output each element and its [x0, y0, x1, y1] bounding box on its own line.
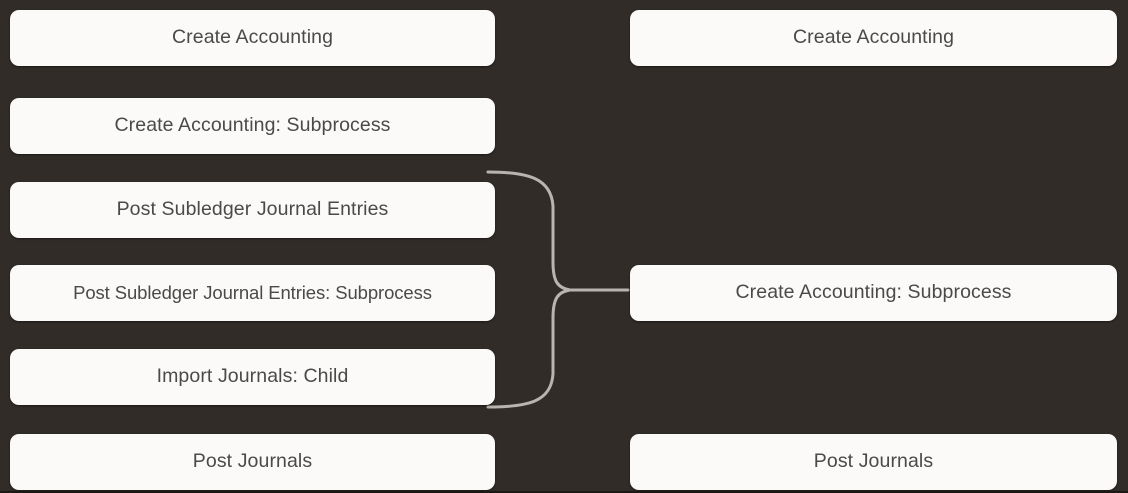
- node-post-journals-right[interactable]: Post Journals: [630, 434, 1117, 490]
- node-label: Post Journals: [813, 450, 934, 473]
- node-create-accounting-right[interactable]: Create Accounting: [630, 10, 1117, 66]
- node-label: Post Subledger Journal Entries: [116, 198, 389, 221]
- node-label: Post Journals: [192, 450, 313, 473]
- node-label: Create Accounting: Subprocess: [114, 114, 391, 137]
- curly-brace-connector: [486, 170, 630, 409]
- node-post-subledger-journal-entries-subprocess[interactable]: Post Subledger Journal Entries: Subproce…: [10, 265, 495, 321]
- node-post-journals-left[interactable]: Post Journals: [10, 434, 495, 490]
- node-label: Post Subledger Journal Entries: Subproce…: [73, 281, 432, 303]
- node-post-subledger-journal-entries[interactable]: Post Subledger Journal Entries: [10, 182, 495, 238]
- node-import-journals-child[interactable]: Import Journals: Child: [10, 349, 495, 405]
- node-create-accounting-left[interactable]: Create Accounting: [10, 10, 495, 66]
- node-label: Import Journals: Child: [156, 365, 349, 388]
- node-label: Create Accounting: Subprocess: [735, 281, 1012, 304]
- node-label: Create Accounting: [792, 26, 955, 49]
- node-create-accounting-subprocess-left[interactable]: Create Accounting: Subprocess: [10, 98, 495, 154]
- node-create-accounting-subprocess-right[interactable]: Create Accounting: Subprocess: [630, 265, 1117, 321]
- node-label: Create Accounting: [171, 26, 334, 49]
